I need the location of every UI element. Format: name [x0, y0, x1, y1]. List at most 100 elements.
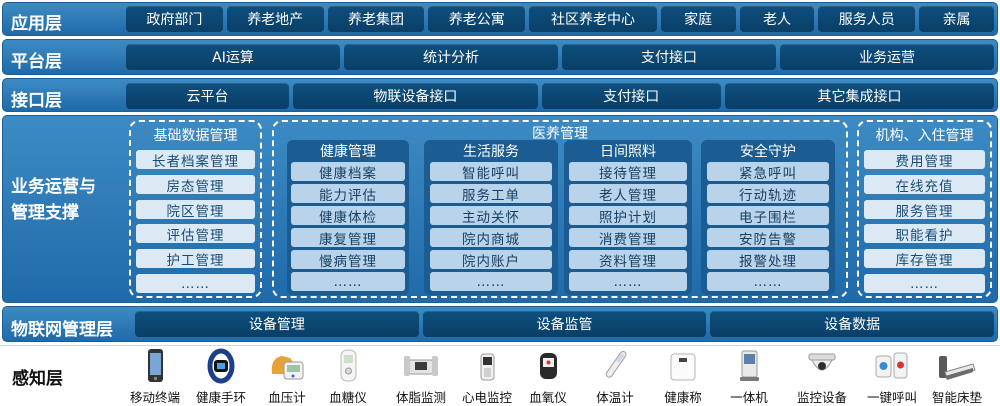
- device-oximeter[interactable]: 血氧仪: [513, 348, 583, 405]
- safety-item-alarm[interactable]: 安防告警: [707, 228, 829, 248]
- org-item-care[interactable]: 职能看护: [864, 224, 985, 244]
- device-glucose-meter[interactable]: 血糖仪: [313, 348, 383, 405]
- iot-layer-label: 物联网管理层: [11, 320, 113, 340]
- iot-layer-items: 设备管理 设备监管 设备数据: [135, 311, 995, 337]
- health-item-ability-assessment[interactable]: 能力评估: [291, 184, 405, 204]
- ecg-monitor-icon: [480, 353, 495, 381]
- app-item-government[interactable]: 政府部门: [126, 6, 223, 32]
- life-item-care[interactable]: 主动关怀: [430, 206, 552, 226]
- device-surveillance-camera[interactable]: 监控设备: [787, 348, 857, 405]
- business-layer-label-line1: 业务运营与: [11, 177, 96, 197]
- device-health-scale[interactable]: 健康称: [648, 348, 718, 405]
- device-label-surveillance-camera: 监控设备: [796, 390, 847, 405]
- safety-item-alarm-handling[interactable]: 报警处理: [707, 250, 829, 270]
- basic-item-elder-records[interactable]: 长者档案管理: [136, 150, 255, 170]
- platform-item-statistics[interactable]: 统计分析: [344, 44, 558, 70]
- device-health-band[interactable]: 健康手环: [186, 348, 256, 405]
- life-item-more: ……: [430, 272, 552, 291]
- health-item-records[interactable]: 健康档案: [291, 162, 405, 182]
- org-item-recharge[interactable]: 在线充值: [864, 175, 985, 195]
- app-item-family[interactable]: 家庭: [660, 6, 736, 32]
- org-item-service[interactable]: 服务管理: [864, 200, 985, 220]
- health-scale-icon: [670, 353, 696, 381]
- life-service-title: 生活服务: [463, 144, 519, 160]
- device-all-in-one-machine[interactable]: 一体机: [714, 348, 784, 405]
- platform-item-ai[interactable]: AI运算: [126, 44, 340, 70]
- app-item-elderly-real-estate[interactable]: 养老地产: [226, 6, 324, 32]
- app-item-relatives[interactable]: 亲属: [919, 6, 994, 32]
- iot-item-management[interactable]: 设备管理: [135, 311, 419, 337]
- app-item-community-center[interactable]: 社区养老中心: [529, 6, 657, 32]
- application-layer-label: 应用层: [11, 14, 62, 34]
- basic-item-assessment[interactable]: 评估管理: [136, 224, 255, 244]
- device-mobile-terminal[interactable]: 移动终端: [120, 348, 190, 405]
- device-blood-pressure-monitor[interactable]: 血压计: [252, 348, 322, 405]
- org-item-fees[interactable]: 费用管理: [864, 150, 985, 170]
- basic-item-room-status[interactable]: 房态管理: [136, 175, 255, 195]
- device-label-ecg-monitor: 心电监控: [461, 390, 512, 405]
- sensing-layer-label: 感知层: [12, 369, 63, 389]
- device-label-health-scale: 健康称: [664, 390, 702, 405]
- device-label-call-button: 一键呼叫: [866, 390, 917, 405]
- health-item-more: ……: [291, 272, 405, 291]
- smart-mattress-icon: [939, 356, 976, 380]
- day-care-item-care-plan[interactable]: 照护计划: [569, 206, 687, 226]
- safety-item-track[interactable]: 行动轨迹: [707, 184, 829, 204]
- device-label-smart-mattress: 智能床垫: [931, 390, 982, 405]
- org-item-inventory[interactable]: 库存管理: [864, 249, 985, 269]
- health-item-chronic[interactable]: 慢病管理: [291, 250, 405, 270]
- device-label-health-band: 健康手环: [195, 390, 246, 405]
- device-label-blood-pressure-monitor: 血压计: [268, 390, 306, 405]
- life-item-work-order[interactable]: 服务工单: [430, 184, 552, 204]
- app-item-elderly[interactable]: 老人: [739, 6, 815, 32]
- device-smart-mattress[interactable]: 智能床垫: [922, 348, 992, 405]
- basic-item-caregiver[interactable]: 护工管理: [136, 249, 255, 269]
- device-label-body-fat-monitor: 体脂监测: [395, 390, 446, 405]
- life-item-account[interactable]: 院内账户: [430, 250, 552, 270]
- device-body-fat-monitor[interactable]: 体脂监测: [386, 348, 456, 405]
- device-label-thermometer: 体温计: [596, 390, 634, 405]
- platform-item-payment[interactable]: 支付接口: [562, 44, 776, 70]
- day-care-item-elderly[interactable]: 老人管理: [569, 184, 687, 204]
- device-thermometer[interactable]: 体温计: [580, 348, 650, 405]
- app-item-service-staff[interactable]: 服务人员: [818, 6, 916, 32]
- iot-item-supervision[interactable]: 设备监管: [422, 311, 707, 337]
- day-care-item-consumption[interactable]: 消费管理: [569, 228, 687, 248]
- basic-item-campus[interactable]: 院区管理: [136, 200, 255, 220]
- safety-item-more: ……: [707, 272, 829, 291]
- life-item-smart-call[interactable]: 智能呼叫: [430, 162, 552, 182]
- interface-layer-label: 接口层: [11, 91, 62, 111]
- oximeter-icon: [540, 353, 557, 379]
- safety-item-emergency-call[interactable]: 紧急呼叫: [707, 162, 829, 182]
- iot-item-data[interactable]: 设备数据: [710, 311, 995, 337]
- day-care-item-more: ……: [569, 272, 687, 291]
- body-fat-monitor-icon: [404, 356, 438, 376]
- device-ecg-monitor[interactable]: 心电监控: [452, 348, 522, 405]
- business-layer-label: 业务运营与 管理支撑: [11, 174, 96, 226]
- health-item-checkup[interactable]: 健康体检: [291, 206, 405, 226]
- health-band-icon: [207, 348, 235, 384]
- day-care-item-documents[interactable]: 资料管理: [569, 250, 687, 270]
- device-label-oximeter: 血氧仪: [529, 390, 567, 405]
- app-item-elderly-group[interactable]: 养老集团: [327, 6, 425, 32]
- surveillance-camera-icon: [808, 353, 836, 371]
- interface-item-payment[interactable]: 支付接口: [541, 83, 721, 109]
- device-call-button[interactable]: 一键呼叫: [857, 348, 927, 405]
- interface-item-iot-device[interactable]: 物联设备接口: [293, 83, 538, 109]
- day-care-title: 日间照料: [600, 144, 656, 160]
- health-item-rehab[interactable]: 康复管理: [291, 228, 405, 248]
- basic-data-title: 基础数据管理: [153, 128, 238, 144]
- app-item-elderly-apartment[interactable]: 养老公寓: [428, 6, 526, 32]
- day-care-item-reception[interactable]: 接待管理: [569, 162, 687, 182]
- interface-item-other[interactable]: 其它集成接口: [724, 83, 995, 109]
- device-label-glucose-meter: 血糖仪: [329, 390, 367, 405]
- life-item-mall[interactable]: 院内商城: [430, 228, 552, 248]
- basic-item-more: ……: [136, 274, 255, 293]
- interface-item-cloud[interactable]: 云平台: [126, 83, 290, 109]
- safety-item-fence[interactable]: 电子围栏: [707, 206, 829, 226]
- safety-guard-title: 安全守护: [740, 144, 796, 160]
- platform-item-operations[interactable]: 业务运营: [780, 44, 994, 70]
- blood-pressure-monitor-icon: [271, 356, 304, 380]
- device-label-all-in-one-machine: 一体机: [730, 390, 768, 405]
- interface-layer-items: 云平台 物联设备接口 支付接口 其它集成接口: [126, 83, 995, 109]
